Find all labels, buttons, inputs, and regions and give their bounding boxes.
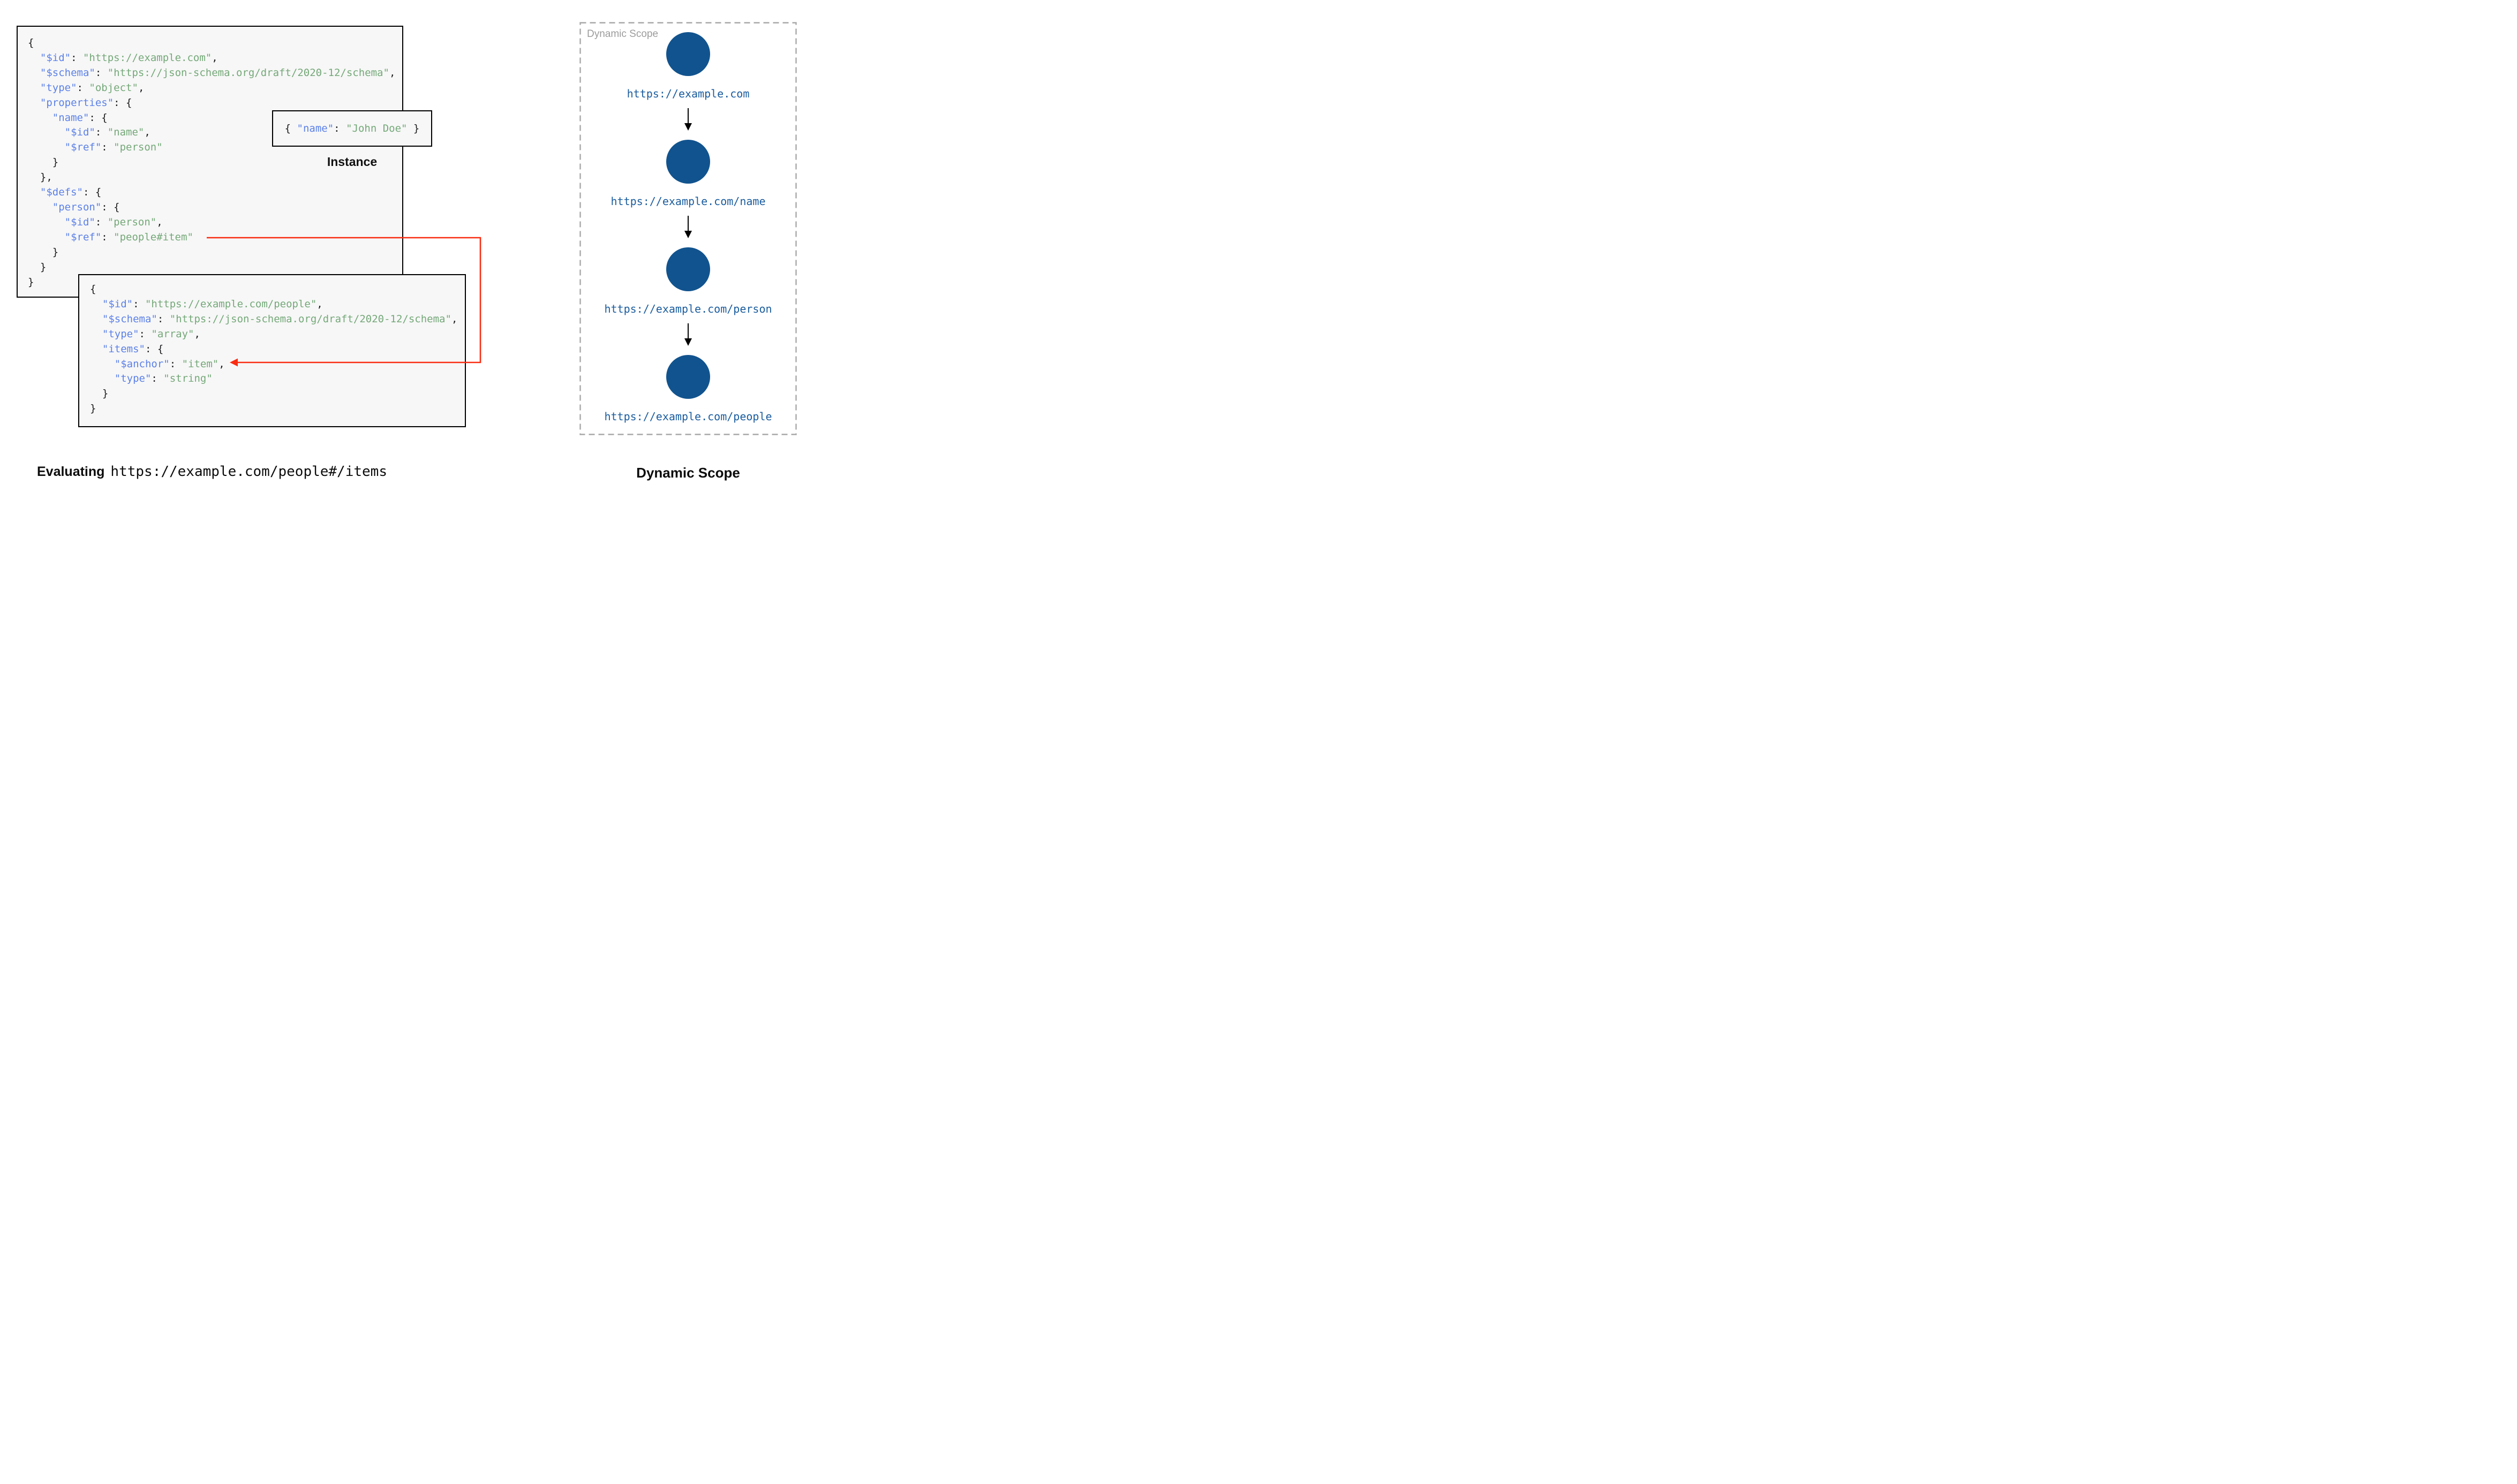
code-line: "type": "object", <box>40 81 145 94</box>
scope-node-label: https://example.com <box>627 87 750 100</box>
code-line: } <box>28 156 59 169</box>
code-line: "type": "string" <box>114 373 213 385</box>
code-line: } <box>90 403 96 415</box>
dynamic-scope-panel: Dynamic Scope https://example.com https:/… <box>579 22 797 435</box>
scope-node-label: https://example.com/people <box>604 410 772 423</box>
scope-node-label: https://example.com/person <box>604 302 772 315</box>
schema-code-people: { "$id": "https://example.com/people", "… <box>79 275 465 417</box>
dashed-border <box>579 22 797 435</box>
code-line: "name": { <box>52 111 108 124</box>
evaluating-caption-bold: Evaluating <box>37 464 105 479</box>
diagram-canvas: { "$id": "https://example.com", "$schema… <box>0 0 839 495</box>
code-line: } <box>90 388 109 400</box>
scope-node-circle <box>666 355 710 399</box>
instance-code: { "name": "John Doe" } <box>285 123 420 134</box>
down-arrow-icon <box>684 323 692 346</box>
instance-box: { "name": "John Doe" } <box>272 110 432 147</box>
schema-code-root: { "$id": "https://example.com", "$schema… <box>18 27 402 290</box>
schema-box-people: { "$id": "https://example.com/people", "… <box>78 274 466 427</box>
code-line: "type": "array", <box>102 328 200 340</box>
code-line: "$id": "person", <box>64 216 163 228</box>
code-line: { <box>28 37 34 49</box>
code-line: "$id": "name", <box>64 126 150 139</box>
scope-node-circle <box>666 32 710 76</box>
scope-node-label: https://example.com/name <box>611 195 766 208</box>
down-arrow-icon <box>684 108 692 131</box>
code-line: "properties": { <box>40 96 132 109</box>
code-line: } <box>28 276 34 288</box>
code-line: "$id": "https://example.com/people", <box>102 298 323 310</box>
code-line: "$anchor": "item", <box>114 358 225 370</box>
evaluating-caption: Evaluating https://example.com/people#/i… <box>37 464 387 480</box>
code-line: "items": { <box>102 343 164 355</box>
down-arrow-icon <box>684 216 692 238</box>
scope-node-circle <box>666 247 710 291</box>
code-line: "person": { <box>52 201 120 213</box>
code-line: { "name": "John Doe" } <box>284 123 420 134</box>
code-line: "$schema": "https://json-schema.org/draf… <box>40 66 396 79</box>
code-line: } <box>28 246 59 258</box>
code-line: { <box>90 283 96 295</box>
evaluating-caption-url: https://example.com/people#/items <box>110 464 387 480</box>
code-line: } <box>28 261 47 273</box>
code-line: "$schema": "https://json-schema.org/draf… <box>102 313 458 325</box>
code-line: "$ref": "people#item" <box>64 231 193 243</box>
code-line: "$ref": "person" <box>64 141 163 154</box>
scope-panel-title: Dynamic Scope <box>587 28 659 40</box>
scope-caption: Dynamic Scope <box>636 465 740 481</box>
code-line: "$defs": { <box>40 186 102 199</box>
instance-label: Instance <box>327 155 378 169</box>
code-line: "$id": "https://example.com", <box>40 51 218 64</box>
code-line: }, <box>28 171 52 184</box>
scope-node-circle <box>666 140 710 184</box>
